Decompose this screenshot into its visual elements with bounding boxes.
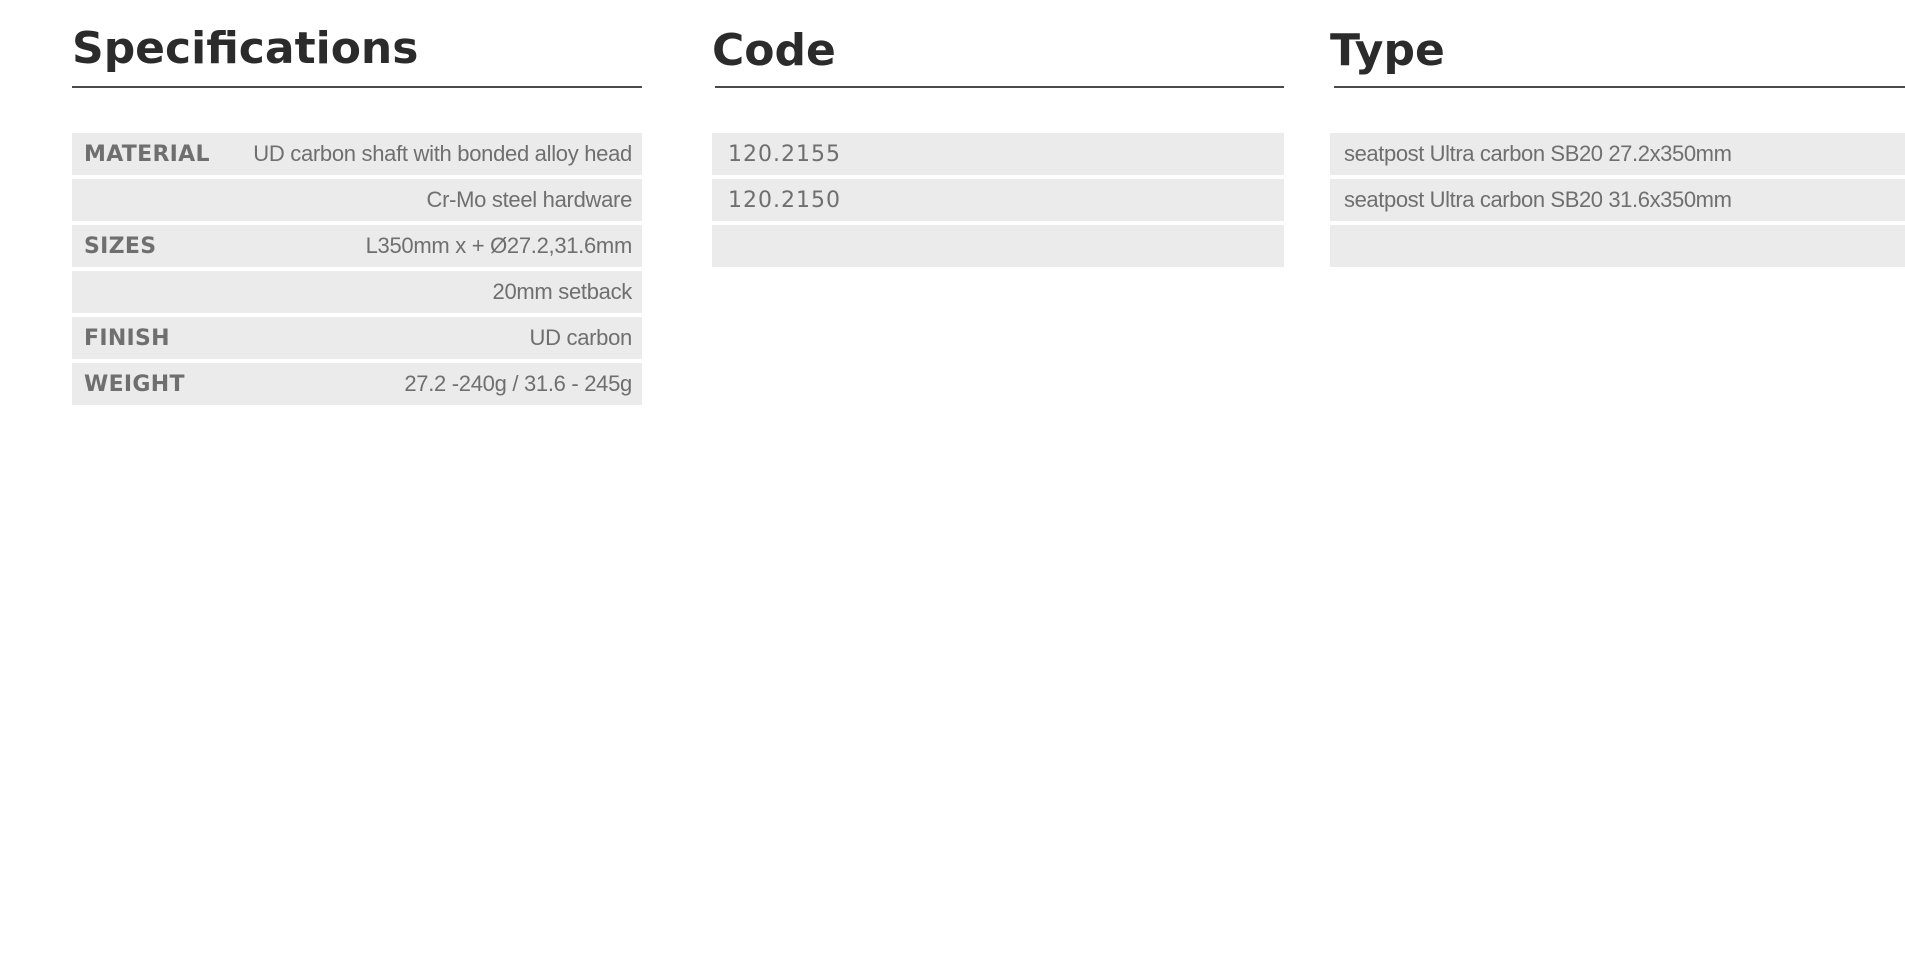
type-row — [1330, 225, 1905, 267]
spec-row-finish: FINISH UD carbon — [72, 317, 642, 359]
specifications-divider — [72, 86, 642, 88]
spec-value: UD carbon shaft with bonded alloy head — [253, 141, 632, 166]
specifications-heading: Specifications — [72, 23, 419, 74]
specifications-table: MATERIAL UD carbon shaft with bonded all… — [72, 133, 642, 409]
type-divider — [1334, 86, 1905, 88]
spec-row-weight: WEIGHT 27.2 -240g / 31.6 - 245g — [72, 363, 642, 405]
spec-row-sizes-2: 20mm setback — [72, 271, 642, 313]
spec-value: Cr-Mo steel hardware — [426, 187, 632, 212]
code-value: 120.2155 — [728, 141, 841, 167]
type-heading: Type — [1330, 25, 1445, 76]
spec-label: SIZES — [84, 233, 157, 259]
code-table: 120.2155 120.2150 — [712, 133, 1284, 271]
code-row — [712, 225, 1284, 267]
spec-value: L350mm x + Ø27.2,31.6mm — [365, 233, 633, 258]
spec-row-material-2: Cr-Mo steel hardware — [72, 179, 642, 221]
spec-label: WEIGHT — [84, 371, 185, 397]
code-divider — [715, 86, 1284, 88]
spec-label: FINISH — [84, 325, 170, 351]
spec-row-sizes: SIZES L350mm x + Ø27.2,31.6mm — [72, 225, 642, 267]
type-row: seatpost Ultra carbon SB20 27.2x350mm — [1330, 133, 1905, 175]
type-table: seatpost Ultra carbon SB20 27.2x350mm se… — [1330, 133, 1905, 271]
spec-value: UD carbon — [529, 325, 633, 350]
type-value: seatpost Ultra carbon SB20 27.2x350mm — [1344, 141, 1732, 166]
code-row: 120.2155 — [712, 133, 1284, 175]
type-row: seatpost Ultra carbon SB20 31.6x350mm — [1330, 179, 1905, 221]
type-value: seatpost Ultra carbon SB20 31.6x350mm — [1344, 187, 1732, 212]
code-value: 120.2150 — [728, 187, 841, 213]
spec-label: MATERIAL — [84, 141, 210, 167]
spec-row-material: MATERIAL UD carbon shaft with bonded all… — [72, 133, 642, 175]
code-heading: Code — [712, 25, 836, 76]
code-row: 120.2150 — [712, 179, 1284, 221]
spec-value: 27.2 -240g / 31.6 - 245g — [404, 371, 632, 396]
spec-value: 20mm setback — [492, 279, 633, 304]
